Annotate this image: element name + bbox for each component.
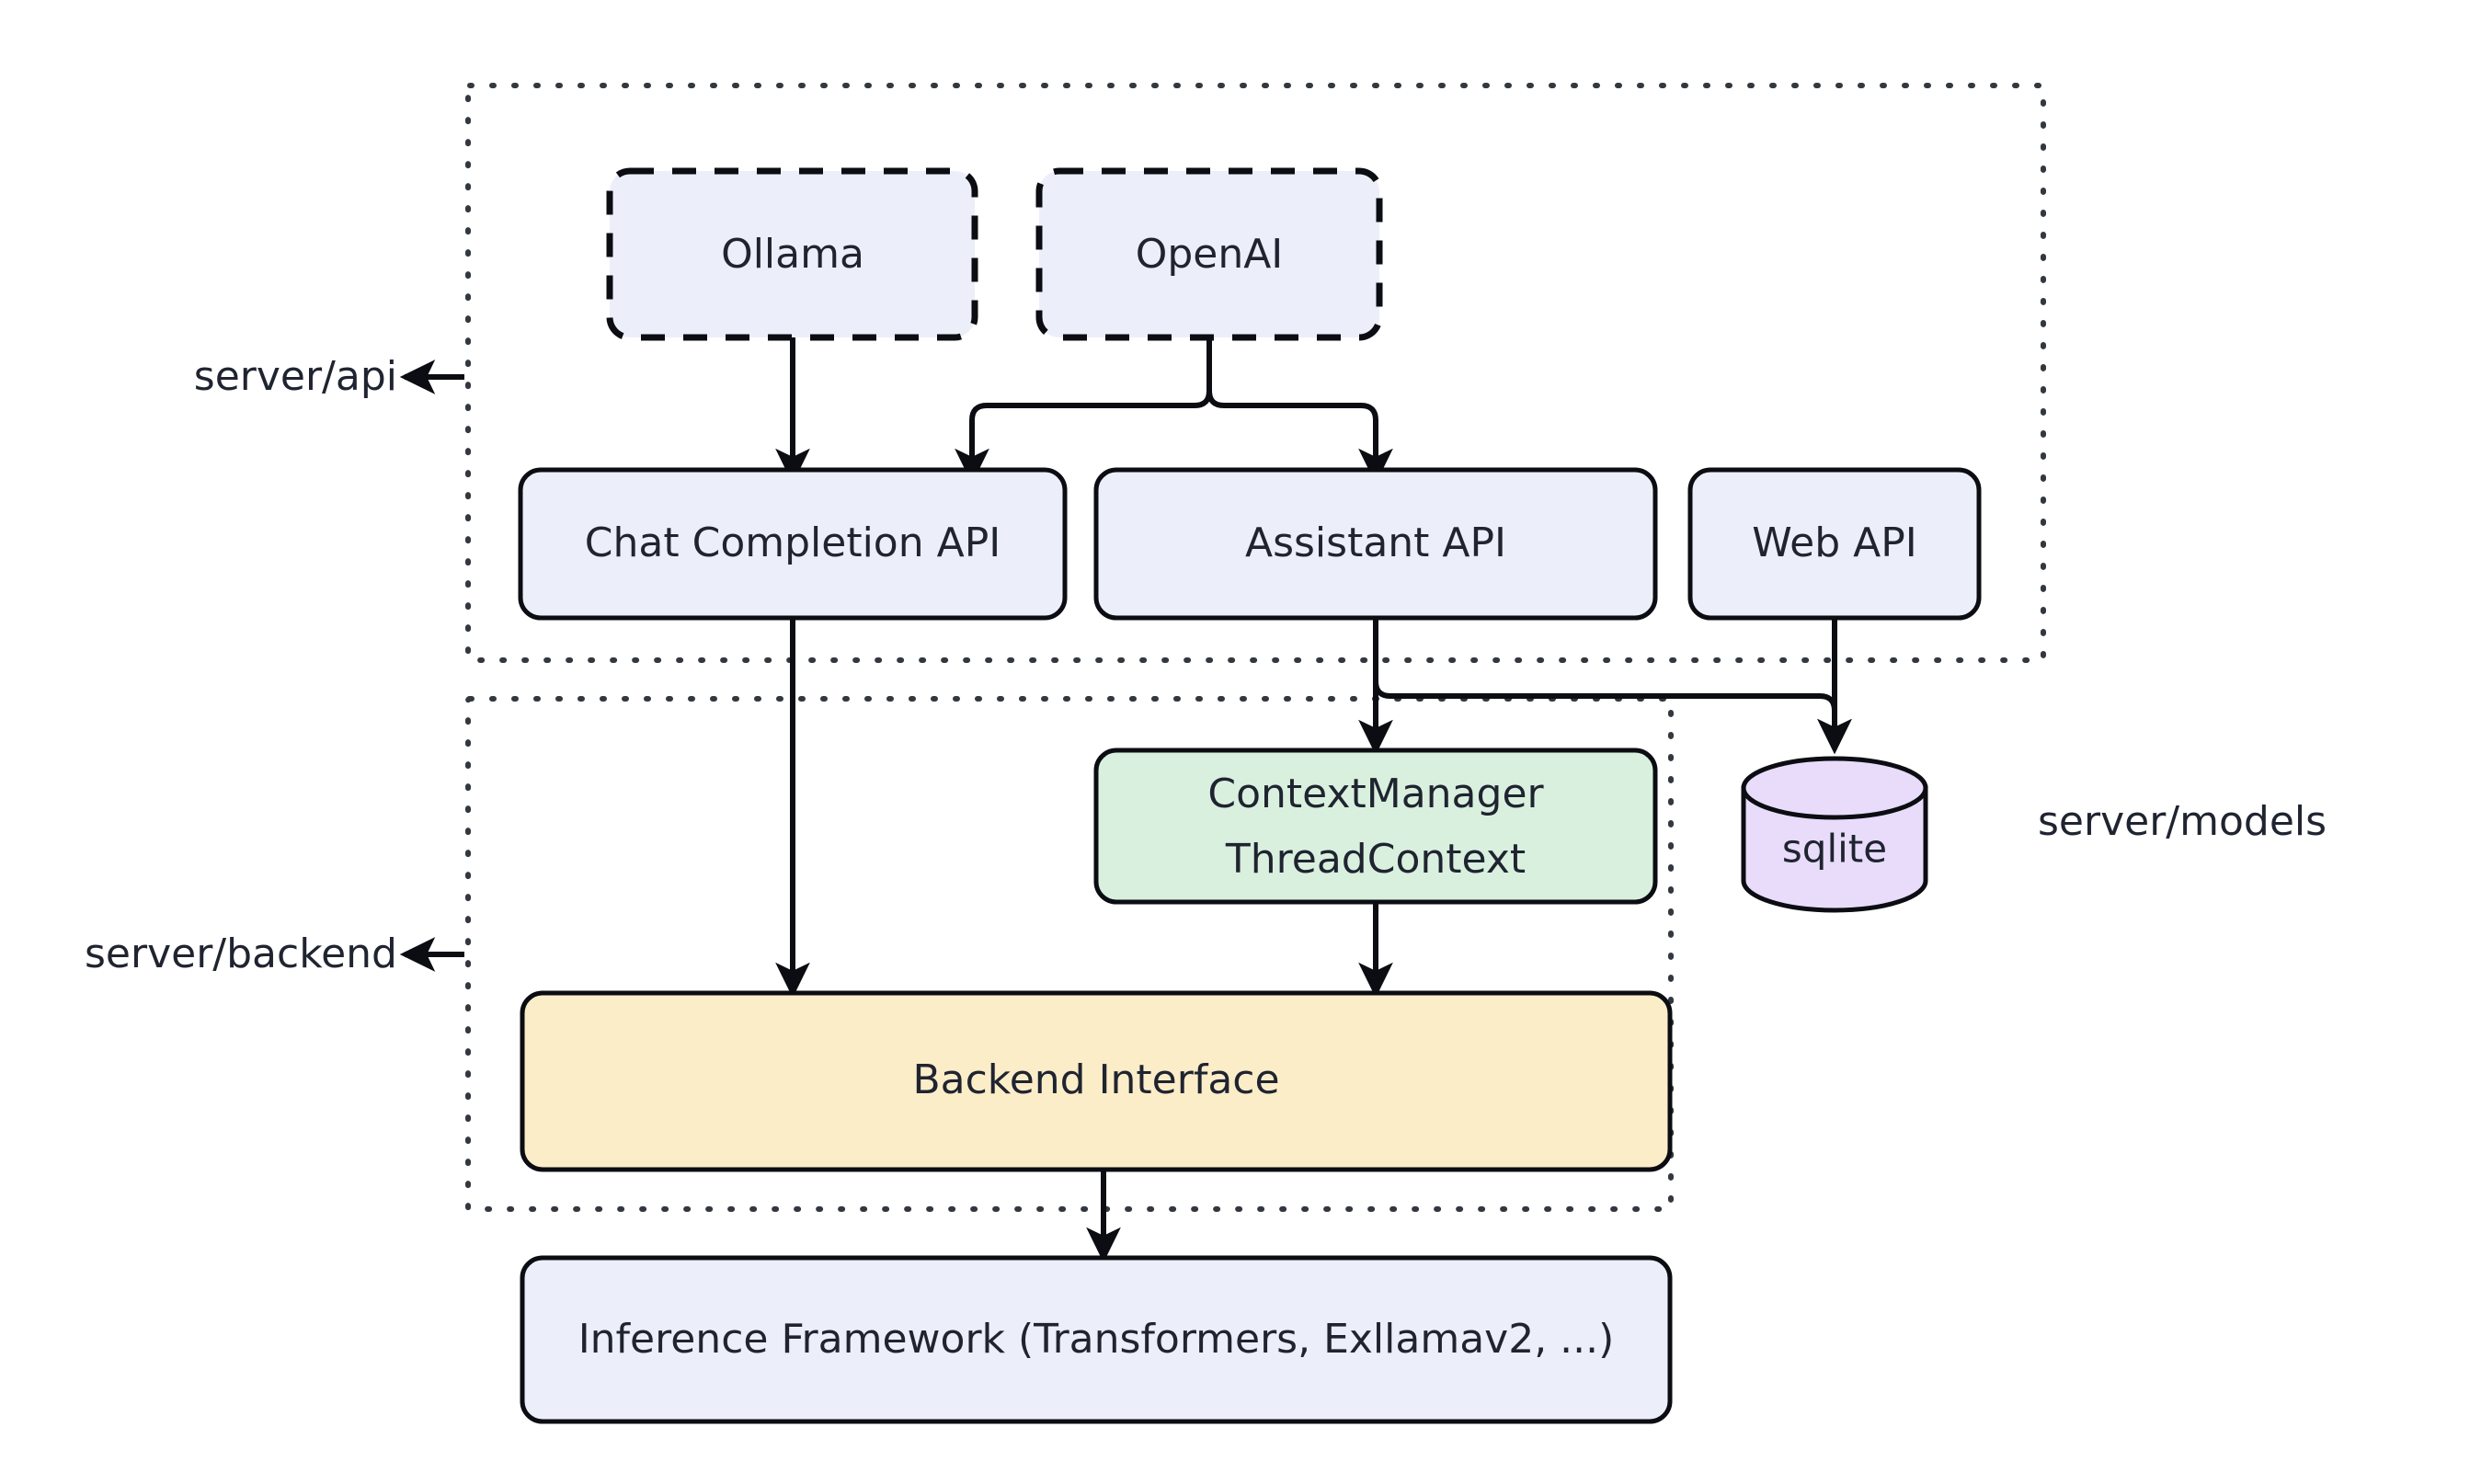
node-inference-framework-label: Inference Framework (Transformers, Exlla… — [578, 1316, 1615, 1363]
cluster-server-api: server/api — [194, 83, 2046, 663]
cluster-models-label: server/models — [2038, 798, 2327, 845]
node-web-api[interactable]: Web API — [1687, 467, 1982, 621]
node-backend-interface-label: Backend Interface — [912, 1056, 1279, 1103]
node-ollama[interactable]: Ollama — [606, 167, 978, 341]
node-chat-completion-api-box[interactable] — [518, 467, 1068, 621]
node-contextmanager-label-line2: ThreadContext — [1225, 836, 1526, 883]
node-openai-label: OpenAI — [1136, 231, 1284, 278]
node-chat-completion-api-label: Chat Completion API — [585, 519, 1001, 566]
node-web-api-box[interactable] — [1687, 467, 1982, 621]
node-contextmanager[interactable]: ContextManager ThreadContext — [1093, 748, 1658, 905]
node-assistant-api[interactable]: Assistant API — [1093, 467, 1658, 621]
node-openai[interactable]: OpenAI — [1035, 167, 1383, 341]
cluster-api-border — [465, 83, 2046, 663]
node-sqlite[interactable]: sqlite — [1741, 756, 1928, 913]
node-assistant-api-label: Assistant API — [1245, 519, 1506, 566]
edge-assistant-api-to-sqlite — [1373, 618, 1852, 755]
edge-openai-to-assistant-api — [1206, 337, 1393, 485]
cluster-api-label: server/api — [194, 353, 397, 400]
cluster-backend-border — [465, 696, 1674, 1212]
node-ollama-box[interactable] — [606, 167, 978, 341]
node-openai-box[interactable] — [1035, 167, 1383, 341]
node-contextmanager-label-line1: ContextManager — [1207, 771, 1544, 817]
node-ollama-label: Ollama — [721, 231, 864, 278]
node-web-api-label: Web API — [1752, 519, 1917, 566]
node-sqlite-label: sqlite — [1782, 827, 1887, 872]
node-assistant-api-box[interactable] — [1093, 467, 1658, 621]
node-contextmanager-box[interactable] — [1093, 748, 1658, 905]
node-backend-interface[interactable]: Backend Interface — [520, 990, 1673, 1172]
node-chat-completion-api[interactable]: Chat Completion API — [518, 467, 1068, 621]
edge-openai-to-chat-api — [955, 337, 1212, 485]
node-inference-framework[interactable]: Inference Framework (Transformers, Exlla… — [520, 1255, 1673, 1424]
node-sqlite-body[interactable] — [1741, 785, 1928, 913]
edge-layer — [775, 337, 1852, 1263]
cluster-server-backend: server/backend — [85, 696, 1674, 1212]
node-sqlite-top-ellipse — [1741, 756, 1928, 820]
node-inference-framework-box[interactable] — [520, 1255, 1673, 1424]
node-backend-interface-box[interactable] — [520, 990, 1673, 1172]
cluster-backend-label: server/backend — [85, 930, 397, 977]
